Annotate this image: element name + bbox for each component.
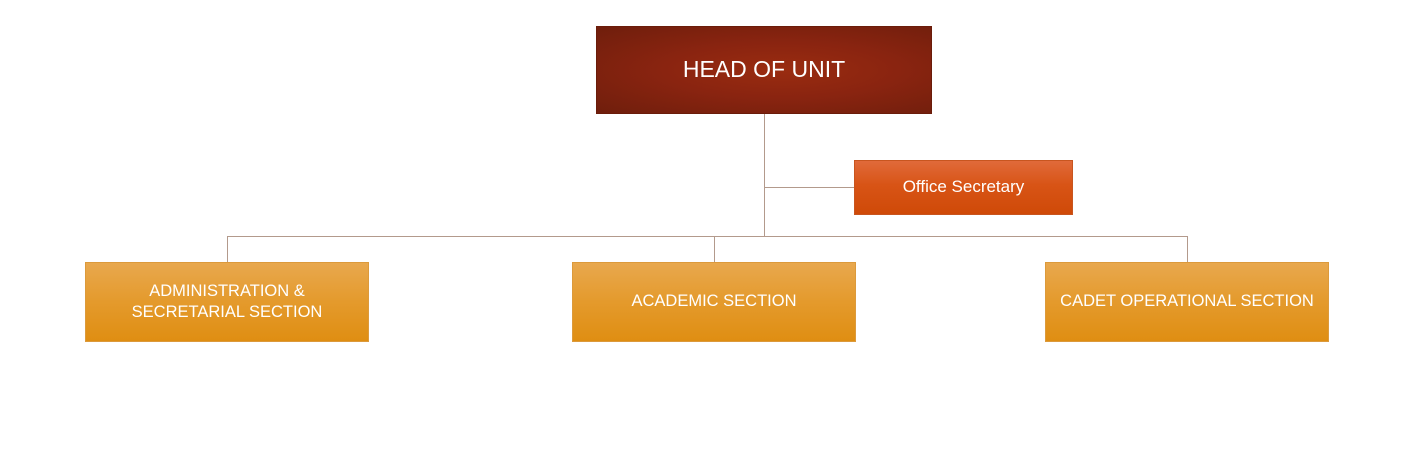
cadet-operational-section-box: CADET OPERATIONAL SECTION <box>1045 262 1329 342</box>
connector-section-3-drop <box>1187 236 1188 262</box>
section-label-line: SECRETARIAL SECTION <box>131 303 323 321</box>
office-secretary-box: Office Secretary <box>854 160 1073 215</box>
academic-section-box: ACADEMIC SECTION <box>572 262 856 342</box>
connector-section-1-drop <box>227 236 228 262</box>
office-secretary-label: Office Secretary <box>902 177 1025 197</box>
connector-section-2-drop <box>714 236 715 262</box>
administration-secretarial-section-label: ADMINISTRATION & SECRETARIAL SECTION <box>132 281 323 324</box>
cadet-operational-section-label: CADET OPERATIONAL SECTION <box>1060 292 1314 311</box>
head-of-unit-label: HEAD OF UNIT <box>682 56 846 83</box>
connector-sections-bus <box>227 236 1188 237</box>
connector-head-trunk <box>764 114 765 236</box>
connector-assistant-branch <box>764 187 854 188</box>
academic-section-label: ACADEMIC SECTION <box>631 292 797 311</box>
administration-secretarial-section-box: ADMINISTRATION & SECRETARIAL SECTION <box>85 262 369 342</box>
head-of-unit-box: HEAD OF UNIT <box>596 26 932 114</box>
section-label-line: ADMINISTRATION & <box>149 281 305 300</box>
